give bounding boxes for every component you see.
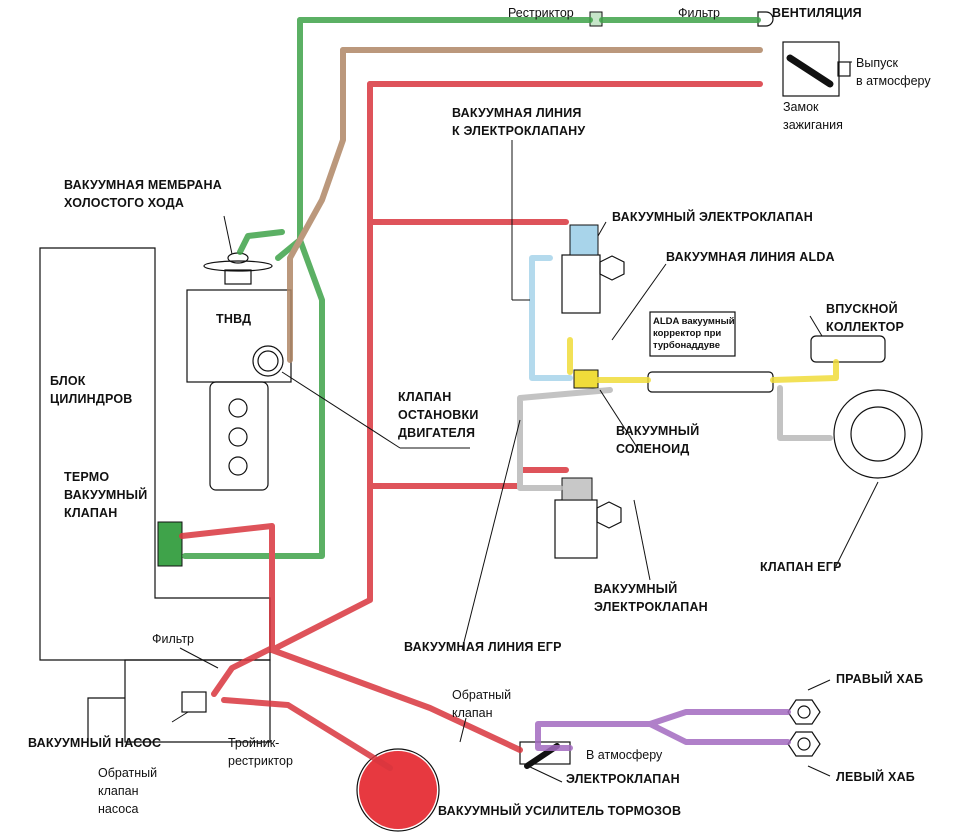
left-hub-label: ЛЕВЫЙ ХАБ (836, 770, 915, 784)
tnvd-label: ТНВД (216, 312, 252, 326)
tee-restrictor-label: Тройник- рестриктор (228, 736, 293, 768)
pump-check-valve (181, 691, 207, 713)
thermo-vacuum-valve-label: ТЕРМО ВАКУУМНЫЙ КЛАПАН (64, 470, 148, 520)
vacuum-solenoid-label: ВАКУУМНЫЙ СОЛЕНОИД (616, 424, 700, 456)
filter-bottom-label: Фильтр (152, 632, 194, 646)
solenoid-valve-label: ЭЛЕКТРОКЛАПАН (566, 772, 680, 786)
engine-stop-valve (252, 345, 284, 377)
upper-solenoid-body (561, 254, 601, 314)
tnvd-port-2 (228, 427, 248, 447)
idle-membrane (203, 260, 273, 272)
vacuum-solenoid-valve-bottom-label: ВАКУУМНЫЙ ЭЛЕКТРОКЛАПАН (594, 582, 708, 614)
vacuum-line-to-valve-label: ВАКУУМНАЯ ЛИНИЯ К ЭЛЕКТРОКЛАПАНУ (452, 106, 586, 138)
left-hub (787, 731, 821, 757)
egr-valve-label: КЛАПАН ЕГР (760, 560, 842, 574)
alda-corrector-label: ALDA вакуумный корректор при турбонаддув… (653, 316, 735, 351)
alda-line-label: ВАКУУМНАЯ ЛИНИЯ ALDA (666, 250, 835, 264)
vacuum-solenoid-valve-top-label: ВАКУУМНЫЙ ЭЛЕКТРОКЛАПАН (612, 210, 813, 224)
engine-block-label: БЛОК ЦИЛИНДРОВ (50, 374, 133, 406)
tnvd-port-1 (228, 398, 248, 418)
restrictor-label: Рестриктор (508, 6, 574, 20)
alda-corrector-box (649, 311, 736, 357)
ignition-lock-label: Замок зажигания (783, 100, 843, 132)
to-atmosphere-label: В атмосферу (586, 748, 663, 762)
brake-booster (356, 748, 440, 832)
brake-booster-label: ВАКУУМНЫЙ УСИЛИТЕЛЬ ТОРМОЗОВ (438, 804, 682, 818)
right-hub-label: ПРАВЫЙ ХАБ (836, 672, 924, 686)
intake-manifold-box (810, 335, 886, 363)
ignition-lock-box (782, 41, 840, 97)
check-valve-label: Обратный клапан (452, 688, 512, 720)
tnvd-port-3 (228, 456, 248, 476)
egr-vacuum-line-label: ВАКУУМНАЯ ЛИНИЯ ЕГР (404, 640, 562, 654)
egr-valve-outer (833, 389, 923, 479)
vacuum-pump-body (124, 659, 271, 743)
right-hub (787, 699, 821, 725)
idle-membrane-label: ВАКУУМНАЯ МЕМБРАНА ХОЛОСТОГО ХОДА (64, 178, 222, 210)
intake-manifold-label: ВПУСКНОЙ КОЛЛЕКТОР (826, 302, 905, 334)
engine-stop-valve-label: КЛАПАН ОСТАНОВКИ ДВИГАТЕЛЯ (398, 390, 479, 440)
vacuum-pump-leader (87, 697, 125, 742)
lower-solenoid-body (554, 499, 598, 559)
egr-valve-inner (850, 406, 906, 462)
ventilation-label: ВЕНТИЛЯЦИЯ (772, 6, 862, 20)
ventilation-end (757, 11, 774, 27)
exhaust-atmosphere-label: Выпуск в атмосферу (856, 56, 931, 88)
corrugated-pipe (647, 371, 774, 393)
pump-check-valve-label: Обратный клапан насоса (98, 766, 158, 816)
vacuum-pump-label: ВАКУУМНЫЙ НАСОС (28, 736, 162, 750)
tnvd-lower (209, 381, 269, 491)
filter-top-label: Фильтр (678, 6, 720, 20)
